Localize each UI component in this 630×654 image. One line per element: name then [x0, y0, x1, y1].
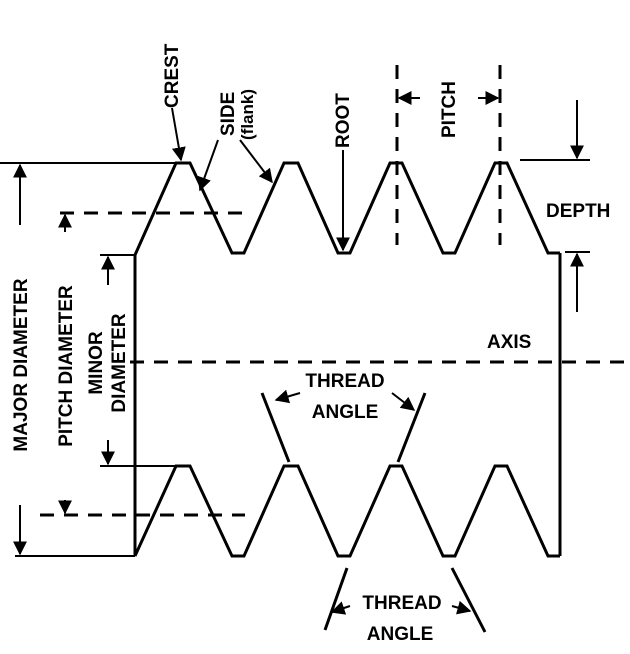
side-pointer-2: [239, 139, 273, 184]
side-label: SIDE: [218, 92, 239, 136]
thread-angle-bottom-label-1: THREAD: [362, 593, 441, 614]
bottom-thread-profile: [133, 464, 560, 558]
axis-label: AXIS: [487, 332, 531, 353]
depth-label: DEPTH: [546, 201, 610, 222]
crest-pointer: [171, 107, 186, 162]
pitch-diameter-label: PITCH DIAMETER: [56, 285, 77, 447]
thread-angle-bottom-arrow-left: [330, 601, 351, 615]
thread-angle-top-right-ext: [396, 392, 427, 463]
top-thread-profile: [133, 161, 560, 256]
diameter-label: DIAMETER: [109, 313, 130, 413]
thread-angle-top-arrow-left: [274, 389, 301, 404]
thread-angle-bottom-arrow-right: [451, 600, 472, 615]
thread-angle-top-arrow-right: [391, 392, 416, 411]
thread-angle-top-label-1: THREAD: [305, 371, 384, 392]
pitch-label: PITCH: [439, 81, 460, 138]
thread-angle-bottom-left-ext: [323, 567, 349, 631]
thread-angle-top-left-ext: [260, 392, 291, 463]
flank-label: (flank): [238, 89, 257, 140]
thread-angle-bottom-right-ext: [450, 567, 487, 633]
side-pointer-1: [197, 139, 219, 192]
thread-angle-bottom-label-2: ANGLE: [367, 624, 434, 645]
minor-label: MINOR: [86, 331, 107, 395]
crest-label: CREST: [162, 43, 183, 108]
root-label: ROOT: [333, 93, 354, 148]
thread-angle-top-label-2: ANGLE: [312, 402, 379, 423]
major-diameter-label: MAJOR DIAMETER: [11, 278, 32, 451]
